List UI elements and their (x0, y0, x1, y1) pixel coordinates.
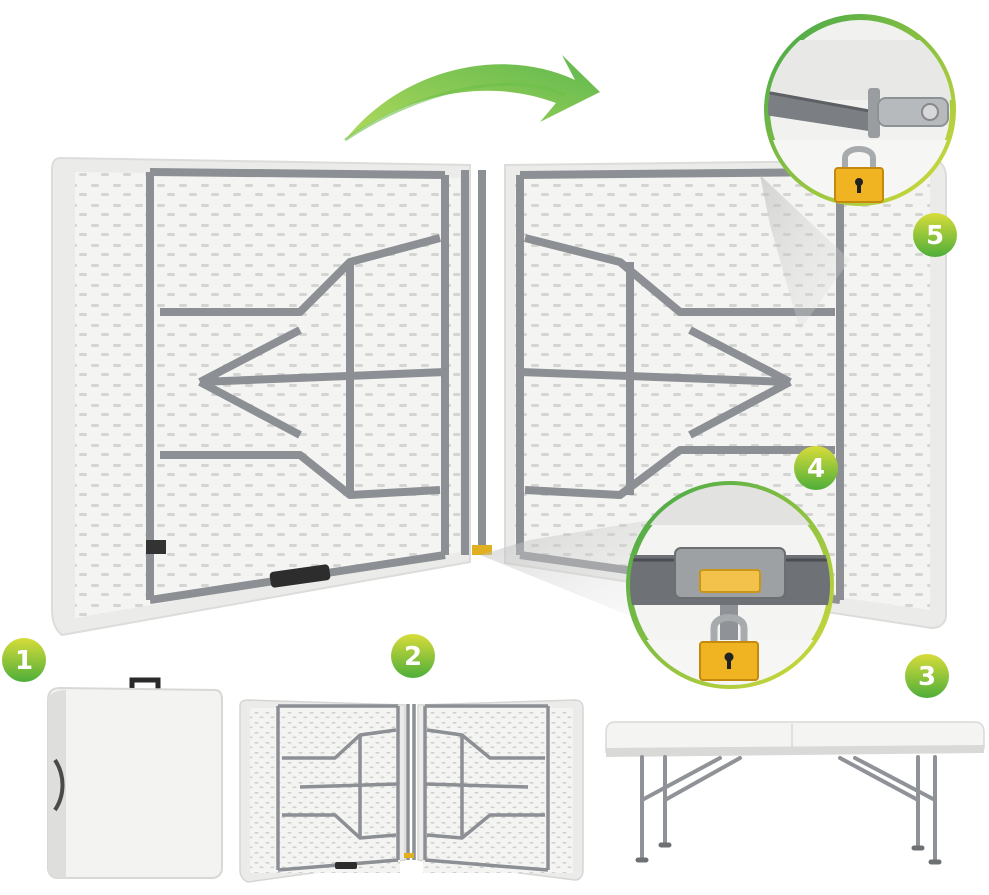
svg-text:3: 3 (918, 662, 936, 692)
step-badge-1: 1 (2, 638, 46, 682)
padlock-icon (699, 614, 759, 681)
zoom-cone-5 (760, 175, 850, 330)
step-badge-2: 2 (391, 634, 435, 678)
zoom-cone-4 (480, 520, 650, 620)
svg-text:2: 2 (404, 642, 422, 672)
zoom-detail-center-lock (626, 481, 834, 689)
folded-table (47, 677, 223, 879)
svg-text:1: 1 (15, 646, 33, 676)
svg-text:5: 5 (926, 221, 944, 251)
padlock-icon (834, 146, 884, 203)
step-badge-3: 3 (905, 654, 949, 698)
table-underside-large (51, 156, 947, 637)
step-badge-4: 4 (794, 446, 838, 490)
standing-table (605, 721, 985, 865)
zoom-detail-hinge-lock (764, 14, 956, 206)
svg-text:4: 4 (807, 454, 825, 484)
curved-arrow-icon (344, 55, 600, 142)
table-underside-small (239, 699, 584, 883)
step-badge-5: 5 (913, 213, 957, 257)
